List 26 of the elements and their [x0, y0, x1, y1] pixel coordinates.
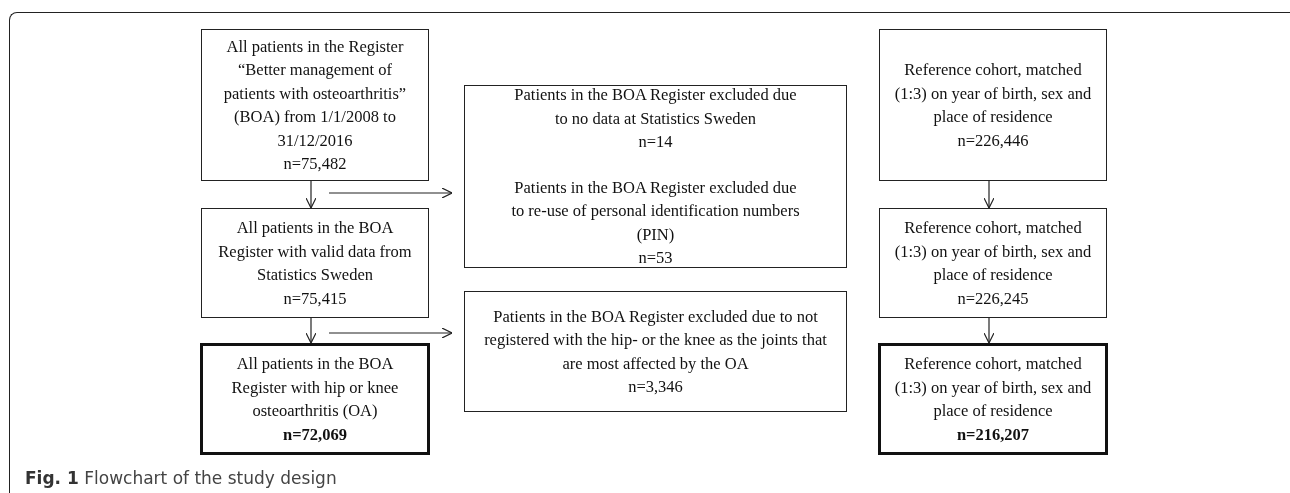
count-text: n=75,482 [283, 153, 347, 175]
process-box [879, 208, 1107, 318]
count-text: n=75,415 [283, 287, 347, 310]
process-box [201, 208, 429, 318]
box-text: Patients in the BOA Register excluded due to re-use of personal identification numbers (PIN) [510, 176, 801, 246]
arrow [983, 317, 995, 344]
arrow [305, 317, 317, 344]
count-text: n=14 [638, 131, 673, 154]
result-box [200, 343, 430, 455]
result-box [878, 343, 1108, 455]
process-box [464, 85, 847, 268]
arrow [328, 327, 453, 339]
box-text: All patients in the BOA Register with hip or knee osteoarthritis (OA) [230, 353, 400, 422]
count-text: n=72,069 [283, 423, 347, 446]
count-text: n=216,207 [956, 423, 1030, 446]
figure-caption: Fig. 1 Flowchart of the study design [25, 468, 337, 488]
count-text: n=3,346 [628, 376, 683, 398]
arrow [983, 180, 995, 209]
arrow [328, 187, 453, 199]
count-text: n=226,446 [957, 129, 1029, 152]
count-text: n=226,245 [957, 287, 1029, 310]
arrow [305, 180, 317, 209]
process-box [201, 29, 429, 181]
process-box [464, 291, 847, 412]
process-box [879, 29, 1107, 181]
count-text: n=53 [638, 247, 673, 270]
